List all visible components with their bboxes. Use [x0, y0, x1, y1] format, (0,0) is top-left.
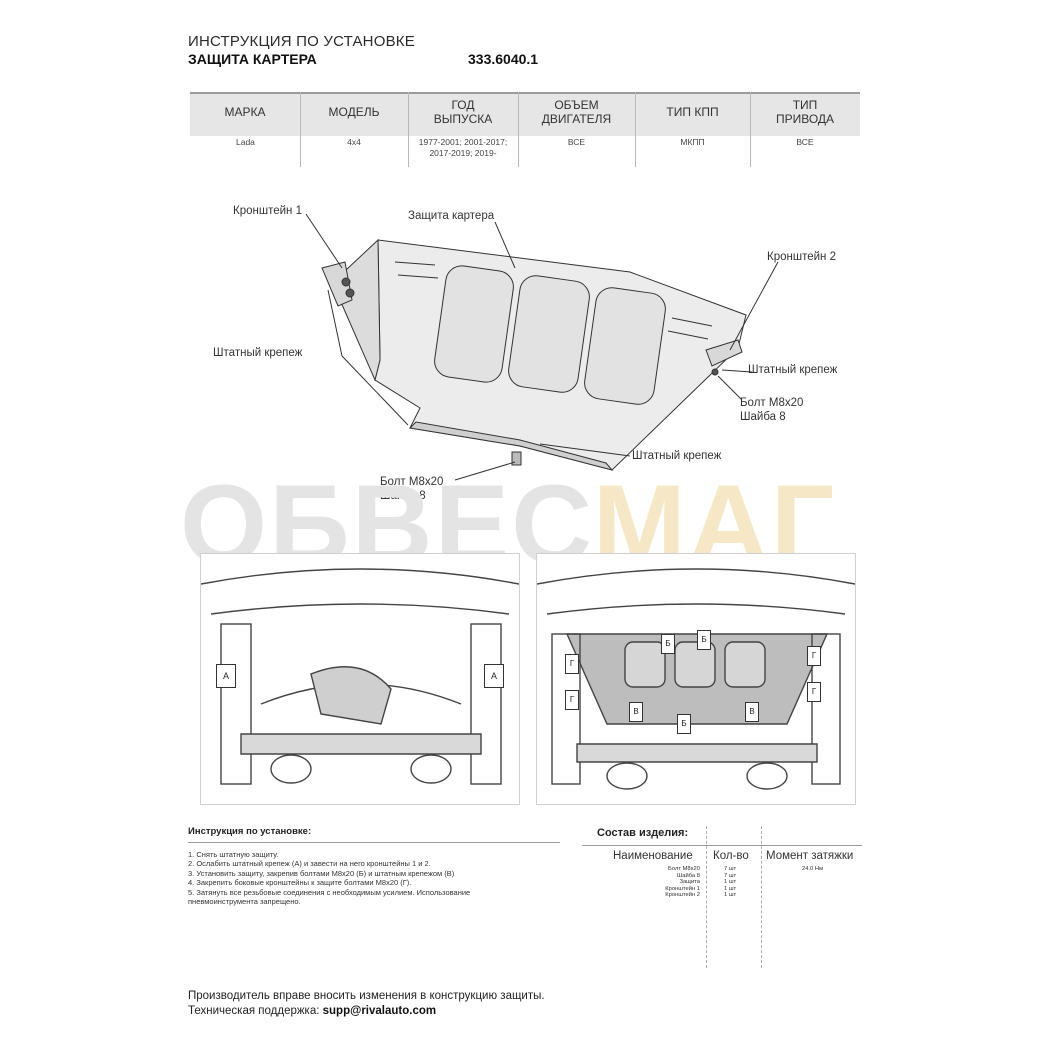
marker-b-2: Б	[697, 630, 711, 650]
instruction-step: 1. Снять штатную защиту.	[188, 850, 279, 859]
composition-col-divider	[761, 826, 762, 968]
spec-value-engine: ВСЕ	[567, 137, 586, 147]
spec-value-drive: ВСЕ	[796, 137, 814, 147]
table-row: 7 шт	[724, 872, 737, 879]
composition-torques: 24.0 Нм	[802, 866, 823, 873]
slot	[394, 261, 436, 266]
photo-before: А А	[200, 553, 520, 805]
spec-header-model: МОДЕЛЬ	[328, 105, 380, 119]
label-washer-bottom: Шайба 8	[380, 490, 426, 502]
table-row: Болт М8х20	[668, 866, 700, 872]
slot	[667, 330, 709, 340]
label-std-fastener-right: Штатный крепеж	[748, 364, 838, 376]
spec-header-gearbox: ТИП КПП	[666, 105, 719, 119]
marker-b-1: Б	[661, 634, 675, 654]
product-code: 333.6040.1	[468, 51, 539, 67]
label-washer-right: Шайба 8	[740, 411, 786, 423]
marker-a-right: А	[484, 664, 504, 688]
spec-header-engine: ОБЪЕМ ДВИГАТЕЛЯ	[541, 98, 612, 126]
table-row: 1 шт	[724, 879, 737, 886]
photo-after: Б Б Г Г Г Г В В Б	[536, 553, 856, 805]
instructions-steps: 1. Снять штатную защиту. 2. Ослабить шта…	[188, 850, 568, 906]
marker-g-3: Г	[807, 646, 821, 666]
guard-pocket-right	[584, 287, 666, 405]
marker-a-left: А	[216, 664, 236, 688]
composition-header-name: Наименование	[613, 850, 693, 862]
label-guard: Защита картера	[408, 210, 495, 222]
spec-col-gearbox: ТИП КПП МКПП	[635, 92, 751, 167]
table-row: Шайба 8	[676, 872, 700, 879]
instructions-title: Инструкция по установке:	[188, 826, 312, 837]
composition-names: Болт М8х20 Шайба 8 Защита Кронштейн 1 Кр…	[600, 866, 700, 899]
marker-g-4: Г	[807, 682, 821, 702]
marker-v-1: В	[629, 702, 643, 722]
spec-header-drive: ТИП ПРИВОДА	[775, 98, 835, 126]
composition-title: Состав изделия:	[597, 827, 689, 839]
table-row: 24.0 Нм	[802, 866, 824, 872]
document-title: ИНСТРУКЦИЯ ПО УСТАНОВКЕ	[188, 33, 415, 50]
composition-qtys: 7 шт 7 шт 1 шт 1 шт 1 шт	[724, 866, 736, 899]
composition-col-divider	[706, 826, 707, 968]
table-row: 7 шт	[724, 866, 737, 872]
table-row: 1 шт	[724, 885, 737, 892]
spec-value-brand: Lada	[236, 137, 255, 147]
instruction-step: 2. Ослабить штатный крепеж (А) и завести…	[188, 859, 431, 869]
table-row: Кронштейн 2	[665, 892, 700, 899]
slot	[397, 274, 439, 279]
guard-pocket-left	[434, 265, 514, 383]
table-row: Кронштейн 1	[665, 885, 700, 892]
instruction-step: 3. Установить защиту, закрепив болтами М…	[188, 868, 455, 878]
composition-divider	[582, 845, 862, 846]
bolt-bottom	[511, 451, 522, 466]
composition-header-torque: Момент затяжки	[766, 850, 854, 862]
instruction-step: 4. Закрепить боковые кронштейны к защите…	[188, 878, 412, 888]
marker-v-2: В	[745, 702, 759, 722]
guard-flange-bottom	[408, 421, 614, 471]
label-bolt-bottom: Болт М8х20	[380, 476, 444, 488]
spec-header-brand: МАРКА	[224, 105, 266, 119]
footer-support: Техническая поддержка: supp@rivalauto.co…	[188, 1005, 436, 1017]
label-bolt-right: Болт М8х20	[740, 397, 804, 409]
spec-table: МАРКА Lada МОДЕЛЬ 4x4 ГОД ВЫПУСКА 1977-2…	[190, 92, 860, 167]
instruction-step: 5. Затянуть все резьбовые соединения с н…	[188, 887, 471, 897]
spec-col-brand: МАРКА Lada	[190, 92, 301, 167]
spec-col-year: ГОД ВЫПУСКА 1977-2001; 2001-2017; 2017-2…	[408, 92, 519, 167]
instruction-step: пневмоинструмента запрещено.	[188, 897, 301, 907]
label-bracket-1: Кронштейн 1	[233, 205, 302, 217]
bracket-2	[705, 339, 743, 367]
spec-header-year: ГОД ВЫПУСКА	[433, 98, 493, 126]
composition-header-qty: Кол-во	[713, 850, 749, 862]
support-label: Техническая поддержка:	[188, 1005, 320, 1017]
photo-before-sketch	[200, 568, 520, 785]
bracket-1	[321, 261, 353, 307]
table-row: 1 шт	[724, 892, 737, 899]
marker-g-2: Г	[565, 690, 579, 710]
photo-after-sketch	[536, 568, 856, 790]
spec-value-gearbox: МКПП	[680, 137, 705, 147]
footer-note: Производитель вправе вносить изменения в…	[188, 990, 545, 1002]
support-email-link[interactable]: supp@rivalauto.com	[322, 1005, 437, 1017]
marker-b-3: Б	[677, 714, 691, 734]
label-std-fastener-bottom: Штатный крепеж	[632, 450, 722, 462]
guard-pocket-middle	[508, 275, 590, 393]
instructions-divider	[188, 842, 560, 843]
spec-value-year: 1977-2001; 2001-2017; 2017-2019; 2019-	[418, 137, 508, 158]
spec-col-engine: ОБЪЕМ ДВИГАТЕЛЯ ВСЕ	[518, 92, 636, 167]
spec-col-drive: ТИП ПРИВОДА ВСЕ	[750, 92, 860, 167]
spec-col-model: МОДЕЛЬ 4x4	[300, 92, 409, 167]
label-bracket-2: Кронштейн 2	[767, 251, 836, 263]
table-row: Защита	[679, 879, 700, 886]
spec-table-header-bar	[190, 92, 860, 136]
marker-g-1: Г	[565, 654, 579, 674]
spec-value-model: 4x4	[347, 137, 361, 147]
label-std-fastener-left: Штатный крепеж	[213, 347, 303, 359]
product-name: ЗАЩИТА КАРТЕРА	[188, 51, 317, 67]
slot	[671, 317, 713, 327]
